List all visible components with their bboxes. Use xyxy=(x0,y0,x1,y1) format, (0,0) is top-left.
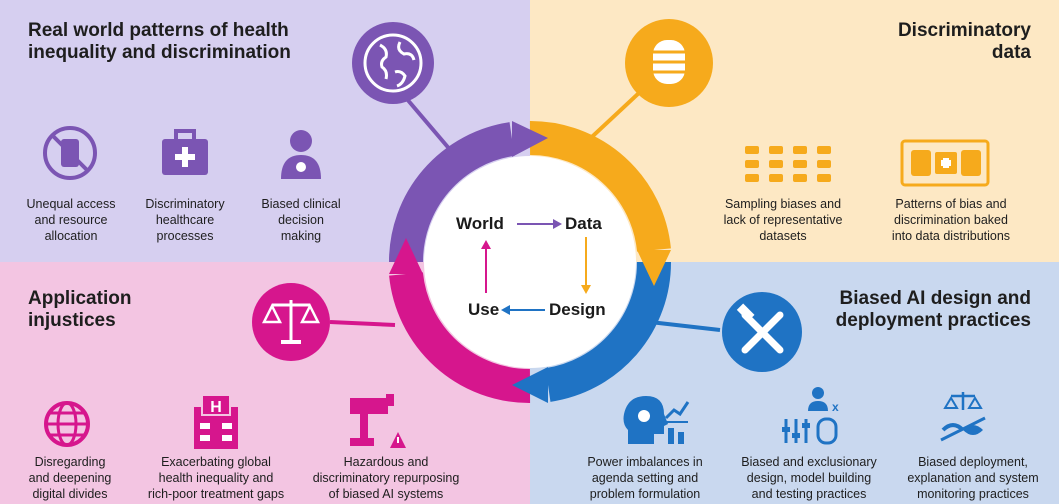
design-label: Design xyxy=(549,300,606,319)
use-title: Application injustices xyxy=(28,288,132,331)
power-head-icon xyxy=(623,396,690,444)
ring-center xyxy=(424,156,636,368)
design-title: Biased AI design and deployment practice… xyxy=(835,288,1031,331)
data-to-design-arrowhead xyxy=(581,285,591,294)
world-item-1-caption: Unequal access and resource allocation xyxy=(26,197,116,243)
data-records-icon xyxy=(900,139,990,187)
design-to-use-arrowhead xyxy=(501,305,510,315)
world-to-data-arrowhead xyxy=(553,219,562,229)
design-item-1-caption: Power imbalances in agenda setting and p… xyxy=(587,455,703,501)
svg-text:H: H xyxy=(210,399,222,416)
data-item-1-caption: Sampling biases and lack of representati… xyxy=(723,197,843,243)
tools-icon xyxy=(722,292,802,372)
medical-kit-icon xyxy=(162,129,208,175)
doctor-icon xyxy=(281,130,321,179)
hospital-icon: H xyxy=(194,394,238,449)
scales-icon xyxy=(252,283,330,361)
design-ring-tip xyxy=(512,367,548,403)
use-ring-segment xyxy=(389,271,531,404)
use-item-2-caption: Exacerbating global health inequality an… xyxy=(147,455,285,501)
globe-icon xyxy=(352,22,434,104)
world-ring-tip xyxy=(512,121,548,157)
design-item-2-caption: Biased and exclusionary design, model bu… xyxy=(741,455,877,501)
use-to-world-arrowhead xyxy=(481,240,491,249)
data-ring-segment xyxy=(529,120,671,253)
use-item-1-caption: Disregarding and deepening digital divid… xyxy=(28,455,112,501)
hidden-scales-icon xyxy=(940,392,986,442)
world-ring-segment xyxy=(388,122,515,263)
design-connector xyxy=(649,320,721,332)
data-label: Data xyxy=(565,214,602,233)
network-globe-icon xyxy=(44,401,90,447)
data-item-2-caption: Patterns of bias and discrimination bake… xyxy=(891,197,1011,243)
database-icon xyxy=(625,19,713,107)
data-title: Discriminatory data xyxy=(897,20,1031,63)
surveillance-camera-icon xyxy=(350,394,406,448)
use-item-3-caption: Hazardous and discriminatory repurposing… xyxy=(312,455,460,501)
use-connector xyxy=(329,320,396,327)
world-item-2-caption: Discriminatory healthcare processes xyxy=(145,197,225,243)
world-title: Real world patterns of health inequality… xyxy=(28,20,291,63)
svg-text:x: x xyxy=(832,400,839,414)
design-item-3-caption: Biased deployment, explanation and syste… xyxy=(907,455,1039,501)
no-medicine-icon xyxy=(43,126,97,180)
design-ring-segment xyxy=(545,261,672,402)
data-ring-tip xyxy=(637,250,671,286)
use-label: Use xyxy=(468,300,500,319)
world-label: World xyxy=(456,214,504,233)
world-item-3-caption: Biased clinical decision making xyxy=(261,197,341,243)
model-building-icon: x xyxy=(782,387,839,445)
population-grid-icon xyxy=(745,146,831,182)
use-ring-tip xyxy=(389,238,423,274)
